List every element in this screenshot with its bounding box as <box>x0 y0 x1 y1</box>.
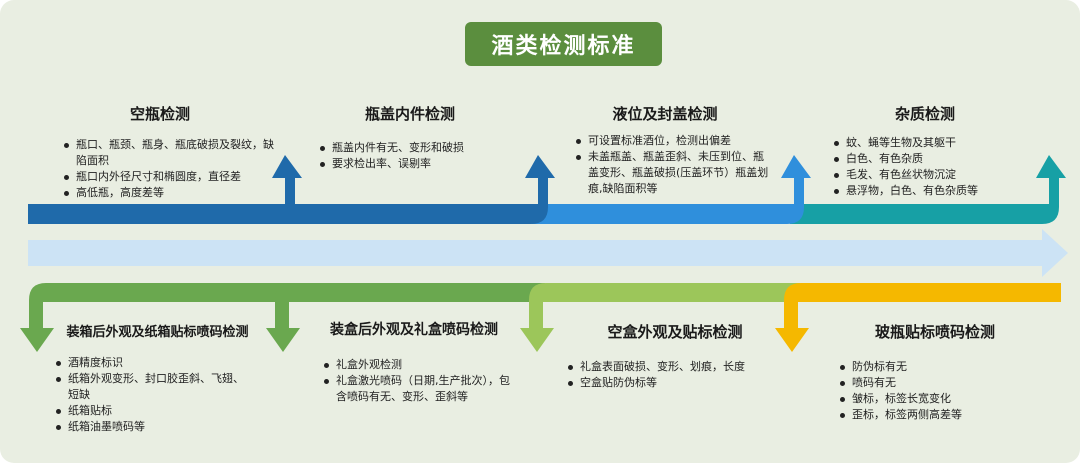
stage-bullet: 喷码有无 <box>838 375 1028 391</box>
stage-heading: 瓶盖内件检测 <box>364 105 455 123</box>
stage-bullet-list: 防伪标有无 喷码有无 皱标，标签长宽变化 歪标，标签两侧高差等 <box>838 359 1028 423</box>
stage-bullet: 礼盒外观检测 <box>322 357 512 373</box>
top-flow-bar-2 <box>282 155 555 224</box>
diagram-title: 酒类检测标准 <box>465 22 662 66</box>
stage-bullet: 蚊、蝇等生物及其躯干 <box>832 135 1032 151</box>
bottom-flow-bar-3 <box>520 283 800 352</box>
stage-bullet: 歪标，标签两侧高差等 <box>838 407 1028 423</box>
stage-heading: 液位及封盖检测 <box>612 105 718 123</box>
stage-bullet: 礼盒表面破损、变形、划痕，长度 <box>566 359 781 375</box>
stage-bullet: 未盖瓶盖、瓶盖歪斜、未压到位、瓶盖变形、瓶盖破损(压盖环节）瓶盖划痕,缺陷面积等 <box>574 149 770 197</box>
stage-bullet-list: 瓶盖内件有无、变形和破损 要求检出率、误剔率 <box>318 140 523 172</box>
stage-bullet: 纸箱外观变形、封口胶歪斜、飞翅、短缺 <box>54 371 254 403</box>
stage-bullet-list: 礼盒外观检测 礼盒激光喷码（日期,生产批次），包含喷码有无、变形、歪斜等 <box>322 357 512 405</box>
stage-heading: 空瓶检测 <box>129 105 190 123</box>
top-flow-bar-1 <box>28 155 302 224</box>
bottom-flow-bar-2 <box>266 283 545 352</box>
stage-bullet: 空盒贴防伪标等 <box>566 375 781 391</box>
stage-heading: 杂质检测 <box>894 105 955 123</box>
top-flow-bar-4 <box>790 155 1066 224</box>
stage-bullet: 高低瓶，高度差等 <box>62 185 280 201</box>
stage-bullet-list: 礼盒表面破损、变形、划痕，长度 空盒贴防伪标等 <box>566 359 781 391</box>
bottom-flow-bar-4 <box>775 283 1061 352</box>
main-flow-arrow <box>28 229 1068 277</box>
top-flow-bar-3 <box>532 155 811 224</box>
stage-bullet: 瓶口内外径尺寸和椭圆度，直径差 <box>62 169 280 185</box>
stage-bullet: 纸箱贴标 <box>54 403 254 419</box>
stage-bullet-list: 蚊、蝇等生物及其躯干 白色、有色杂质 毛发、有色丝状物沉淀 悬浮物，白色、有色杂… <box>832 135 1032 199</box>
stage-bullet: 白色、有色杂质 <box>832 151 1032 167</box>
stage-bullet: 毛发、有色丝状物沉淀 <box>832 167 1032 183</box>
stage-heading: 空盒外观及贴标检测 <box>607 323 743 341</box>
stage-bullet: 纸箱油墨喷码等 <box>54 419 254 435</box>
stage-bullet: 瓶盖内件有无、变形和破损 <box>318 140 523 156</box>
stage-bullet: 礼盒激光喷码（日期,生产批次），包含喷码有无、变形、歪斜等 <box>322 373 512 405</box>
stage-heading: 装箱后外观及纸箱贴标喷码检测 <box>66 325 249 340</box>
stage-bullet: 酒精度标识 <box>54 355 254 371</box>
stage-heading: 装盒后外观及礼盒喷码检测 <box>330 322 498 338</box>
stage-bullet: 瓶口、瓶颈、瓶身、瓶底破损及裂纹，缺陷面积 <box>62 137 280 169</box>
stage-bullet-list: 可设置标准酒位，检测出偏差 未盖瓶盖、瓶盖歪斜、未压到位、瓶盖变形、瓶盖破损(压… <box>574 133 770 197</box>
stage-bullet: 悬浮物，白色、有色杂质等 <box>832 183 1032 199</box>
stage-heading: 玻瓶贴标喷码检测 <box>874 323 995 341</box>
stage-bullet: 要求检出率、误剔率 <box>318 156 523 172</box>
stage-bullet: 可设置标准酒位，检测出偏差 <box>574 133 770 149</box>
stage-bullet: 皱标，标签长宽变化 <box>838 391 1028 407</box>
stage-bullet-list: 酒精度标识 纸箱外观变形、封口胶歪斜、飞翅、短缺 纸箱贴标 纸箱油墨喷码等 <box>54 355 254 435</box>
stage-bullet: 防伪标有无 <box>838 359 1028 375</box>
bottom-flow-bar-1 <box>20 283 300 352</box>
stage-bullet-list: 瓶口、瓶颈、瓶身、瓶底破损及裂纹，缺陷面积 瓶口内外径尺寸和椭圆度，直径差 高低… <box>62 137 280 201</box>
